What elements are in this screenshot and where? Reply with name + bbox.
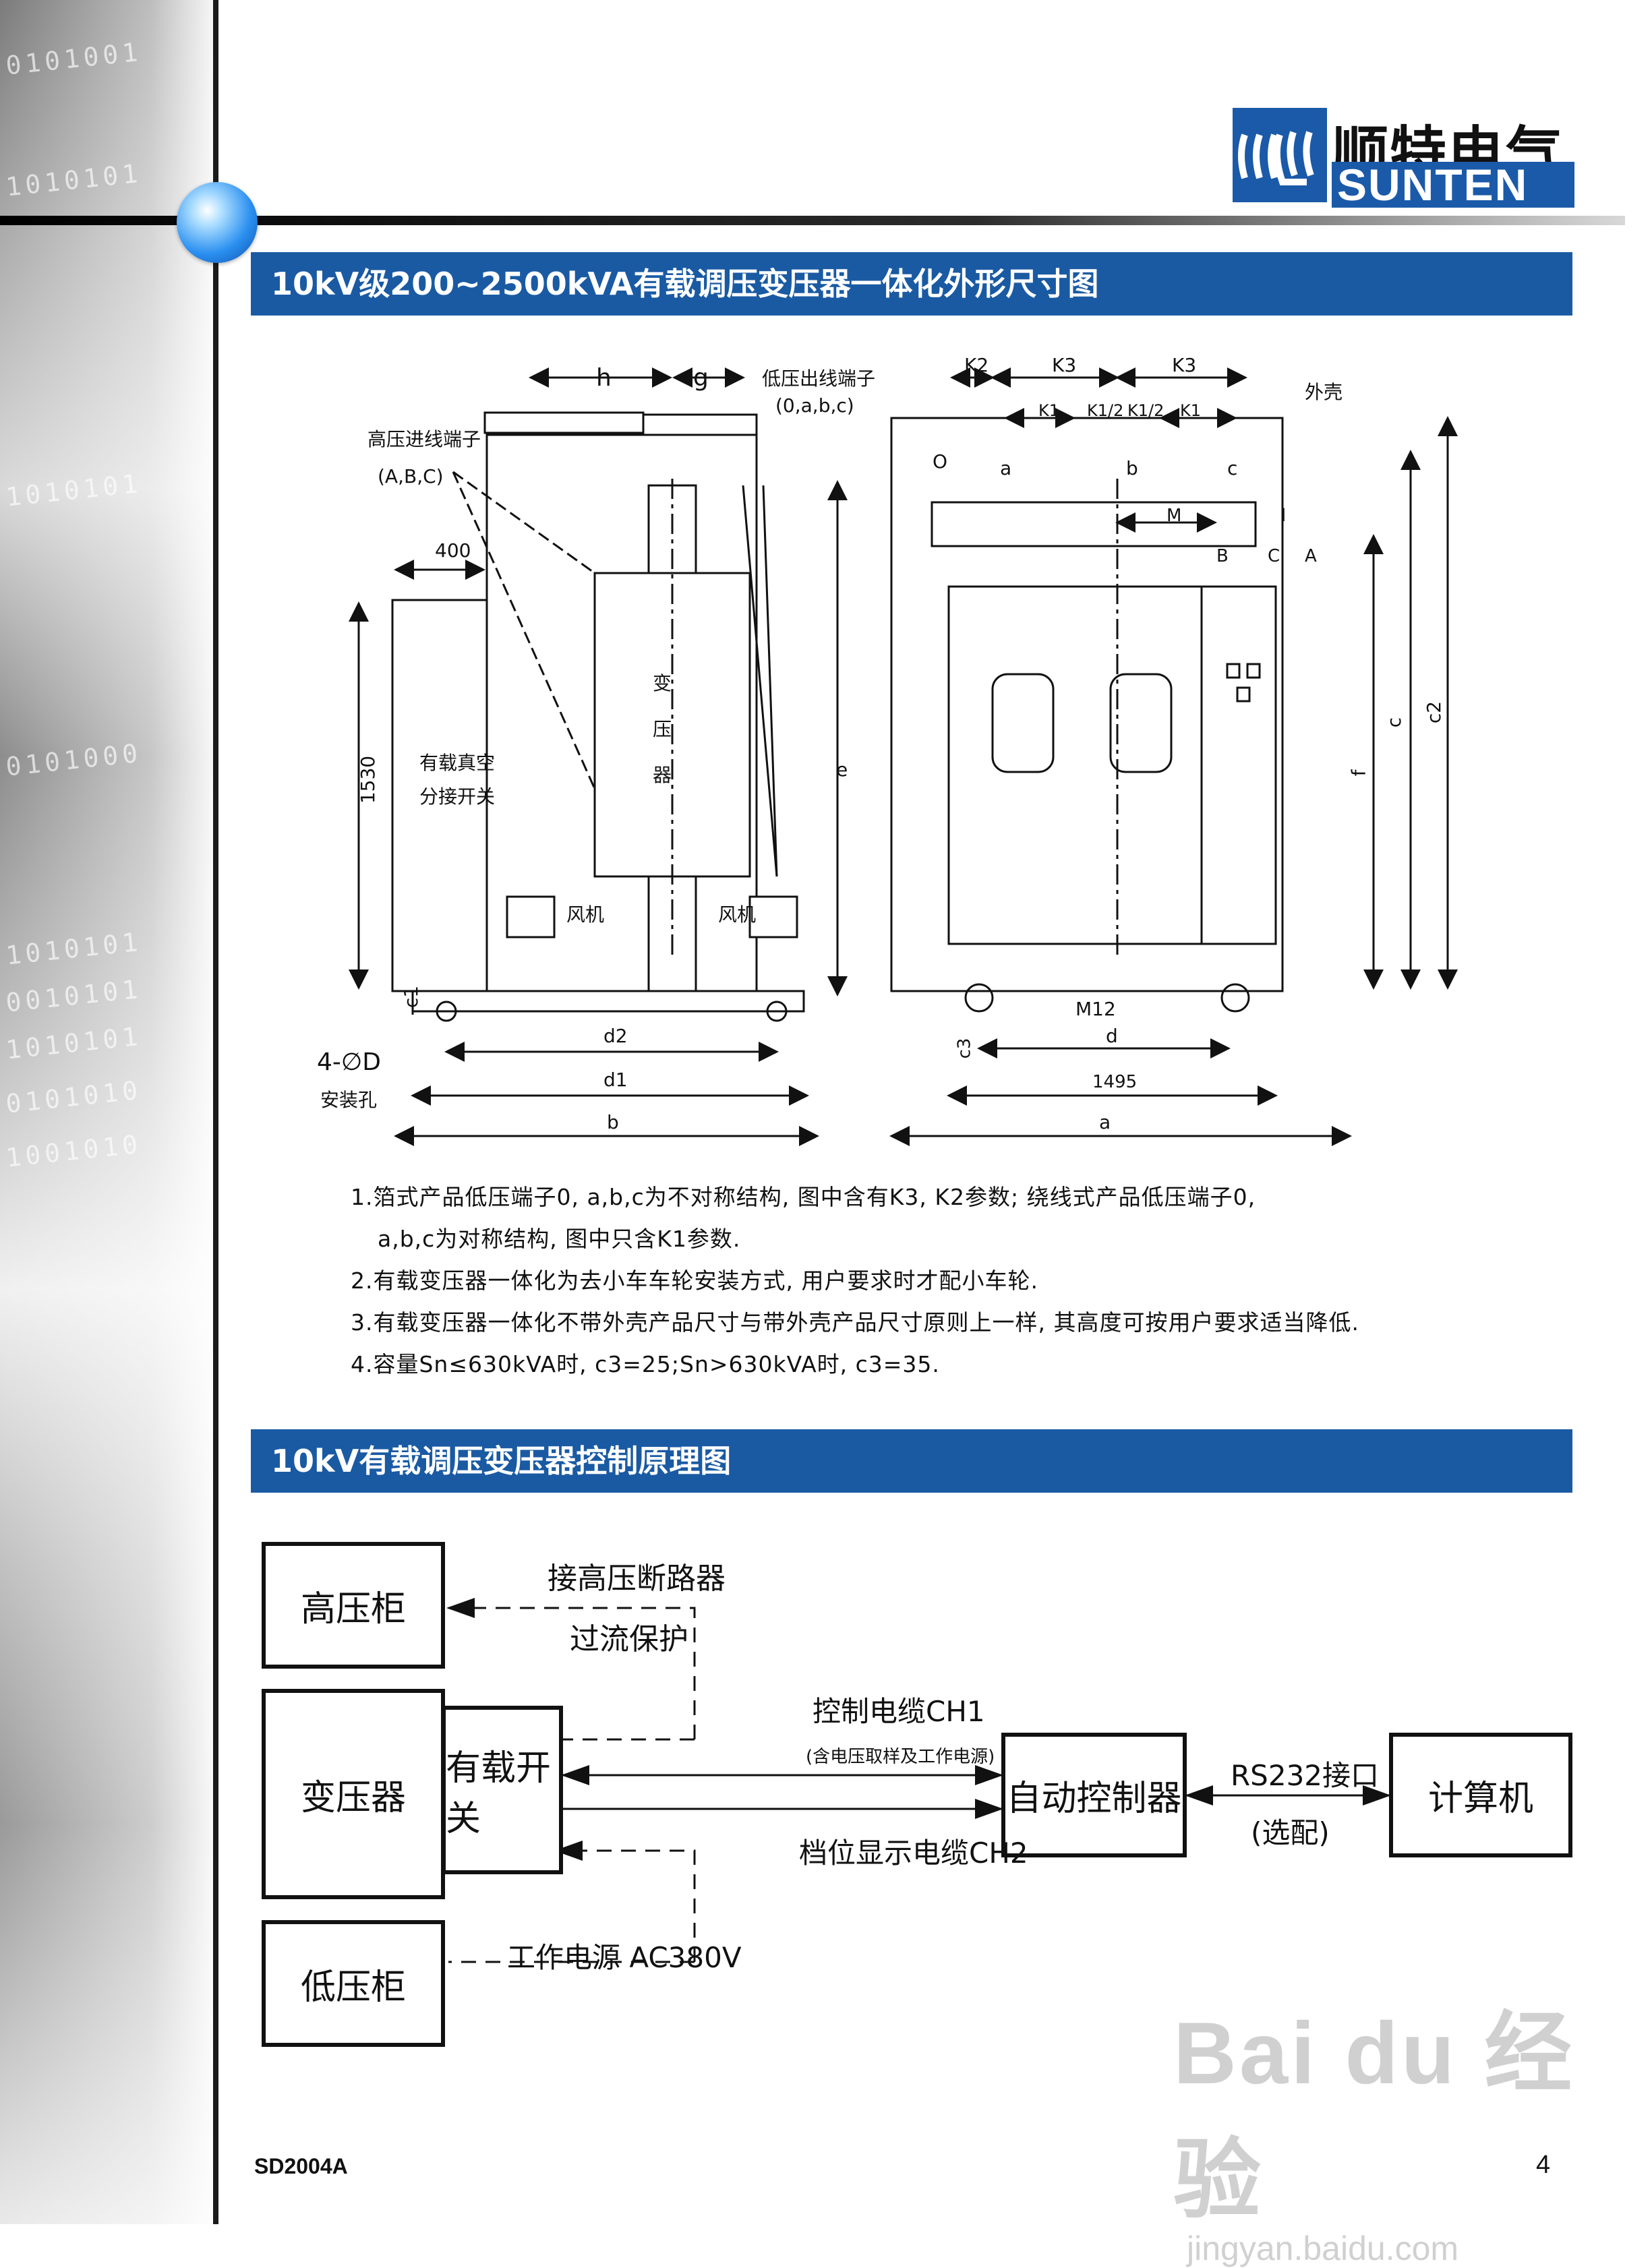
enclosure-label: 外壳 — [1305, 381, 1343, 403]
ground-M12: M12 — [1075, 998, 1116, 1020]
dim-l: l — [1281, 506, 1287, 526]
note-item: a,b,c为对称结构, 图中只含K1参数. — [378, 1226, 741, 1252]
dim-K1-right: K1 — [1180, 401, 1202, 420]
dim-g: g — [693, 364, 709, 392]
notes-list: 1.箔式产品低压端子0, a,b,c为不对称结构, 图中含有K3, K2参数; … — [351, 1176, 1564, 1385]
block-oltc: 有载开关 — [442, 1706, 563, 1874]
block-computer: 计算机 — [1389, 1733, 1572, 1857]
page-number: 4 — [1536, 2151, 1551, 2179]
hv-terminal-label: 高压进线端子 — [367, 428, 481, 450]
dim-e: e — [836, 758, 848, 781]
lv-terminal-phases: (0,a,b,c) — [775, 394, 854, 417]
mount-holes-sub: 安装孔 — [320, 1089, 378, 1111]
overcurrent-label: 过流保护 — [570, 1622, 688, 1657]
hv-terminal-phases: (A,B,C) — [378, 465, 444, 487]
dim-1495: 1495 — [1092, 1072, 1138, 1092]
dim-K1-half-left: K1/2 — [1087, 401, 1124, 420]
lv-terminal-label: 低压出线端子 — [762, 367, 876, 390]
dim-K2: K2 — [964, 354, 989, 376]
terminal-a: a — [1000, 457, 1012, 479]
right-enclosure — [890, 417, 1284, 992]
block-hv-cabinet: 高压柜 — [262, 1542, 445, 1669]
note-item: 3.有载变压器一体化不带外壳产品尺寸与带外壳产品尺寸原则上一样, 其高度可按用户… — [351, 1309, 1359, 1336]
document-code: SD2004A — [254, 2154, 348, 2178]
dim-h: h — [596, 364, 612, 392]
cable-ch1-label: 控制电缆CH1 — [813, 1695, 985, 1728]
terminal-C: C — [1268, 546, 1280, 566]
terminal-b: b — [1126, 457, 1138, 479]
rs232-label: RS232接口 — [1231, 1759, 1380, 1792]
dim-K3-left: K3 — [1052, 354, 1077, 376]
oltc-box — [391, 599, 488, 992]
dim-b: b — [607, 1111, 619, 1133]
dim-K1-half-right: K1/2 — [1127, 401, 1164, 420]
dim-M: M — [1167, 506, 1182, 526]
fan-left: 风机 — [566, 903, 605, 926]
oltc-label-1: 有载真空 — [419, 752, 496, 774]
block-auto-controller: 自动控制器 — [1001, 1733, 1187, 1857]
optional-label: (选配) — [1251, 1816, 1330, 1849]
sunten-logo-icon — [1233, 108, 1327, 202]
dim-a: a — [1099, 1111, 1111, 1133]
transformer-label-vertical: 变压器 — [653, 672, 672, 786]
terminal-O: O — [933, 450, 948, 473]
section-title-dimensions: 10kV级200~2500kVA有载调压变压器一体化外形尺寸图 — [251, 252, 1572, 316]
block-transformer: 变压器 — [262, 1689, 445, 1899]
block-lv-cabinet: 低压柜 — [262, 1920, 445, 2047]
dim-d2: d2 — [603, 1025, 628, 1047]
terminal-B: B — [1216, 546, 1229, 566]
brand-name-en: SUNTEN — [1332, 162, 1574, 208]
dimension-drawing — [349, 367, 1458, 1146]
oltc-label-2: 分接开关 — [419, 785, 496, 808]
blue-sphere-decor — [177, 182, 258, 263]
terminal-A: A — [1305, 546, 1317, 566]
dim-400: 400 — [435, 539, 471, 562]
header-rule — [0, 216, 1625, 225]
baidu-watermark: Bai du 经验 jingyan.baidu.com — [1173, 2004, 1575, 2267]
note-item: 2.有载变压器一体化为去小车车轮安装方式, 用户要求时才配小车轮. — [351, 1267, 1038, 1294]
section-title-schematic: 10kV有载调压变压器控制原理图 — [251, 1429, 1572, 1493]
mount-holes: 4-∅D — [317, 1048, 381, 1076]
note-item: 4.容量Sn≤630kVA时, c3=25;Sn>630kVA时, c3=35. — [351, 1351, 940, 1377]
dim-K1-left: K1 — [1038, 401, 1060, 420]
hv-breaker-label: 接高压断路器 — [548, 1561, 726, 1596]
terminal-c: c — [1227, 457, 1238, 479]
cable-ch1-sub: (含电压取样及工作电源) — [806, 1747, 995, 1767]
dim-K3-right: K3 — [1172, 354, 1197, 376]
fan-right: 风机 — [718, 903, 757, 926]
cable-ch2-label: 档位显示电缆CH2 — [799, 1837, 1028, 1870]
vertical-rule — [213, 0, 218, 2224]
left-decorative-strip: 0101001 1010101 1010101 0101000 1010101 … — [0, 0, 216, 2224]
note-item: 1.箔式产品低压端子0, a,b,c为不对称结构, 图中含有K3, K2参数; … — [351, 1184, 1256, 1210]
dim-d1: d1 — [603, 1069, 628, 1091]
power-label: 工作电源 AC380V — [507, 1941, 742, 1974]
dim-d: d — [1106, 1025, 1118, 1047]
